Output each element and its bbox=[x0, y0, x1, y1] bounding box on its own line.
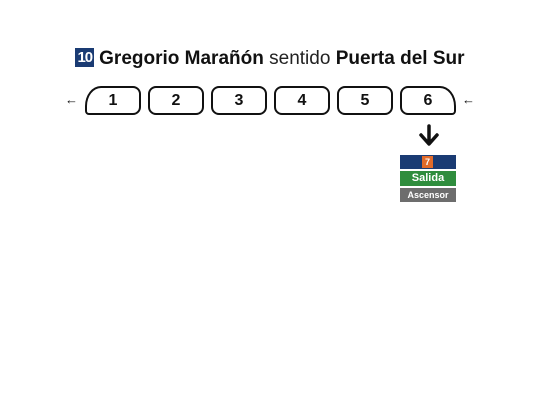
car-6: 6 bbox=[400, 86, 456, 115]
line-badge: 10 bbox=[75, 48, 95, 67]
car-label: 3 bbox=[234, 91, 244, 109]
line-7-badge: 7 bbox=[422, 156, 433, 168]
arrow-left-icon: ← bbox=[65, 92, 78, 107]
arrow-right-side-icon: ← bbox=[462, 92, 475, 107]
car-5: 5 bbox=[337, 86, 393, 115]
car-3: 3 bbox=[211, 86, 267, 115]
exit-sign: Salida bbox=[400, 171, 456, 186]
car-4: 4 bbox=[274, 86, 330, 115]
car-label: 2 bbox=[171, 91, 181, 109]
elevator-sign: Ascensor bbox=[400, 188, 456, 202]
car-label: 6 bbox=[423, 91, 433, 109]
car-label: 4 bbox=[297, 91, 307, 109]
car-1: 1 bbox=[85, 86, 141, 115]
car-2: 2 bbox=[148, 86, 204, 115]
car-label: 1 bbox=[108, 91, 118, 109]
destination-name: Puerta del Sur bbox=[335, 48, 465, 69]
direction-word: sentido bbox=[269, 48, 331, 69]
down-arrow-icon bbox=[419, 124, 439, 146]
station-name: Gregorio Marañón bbox=[99, 48, 264, 69]
car-label: 5 bbox=[360, 91, 370, 109]
